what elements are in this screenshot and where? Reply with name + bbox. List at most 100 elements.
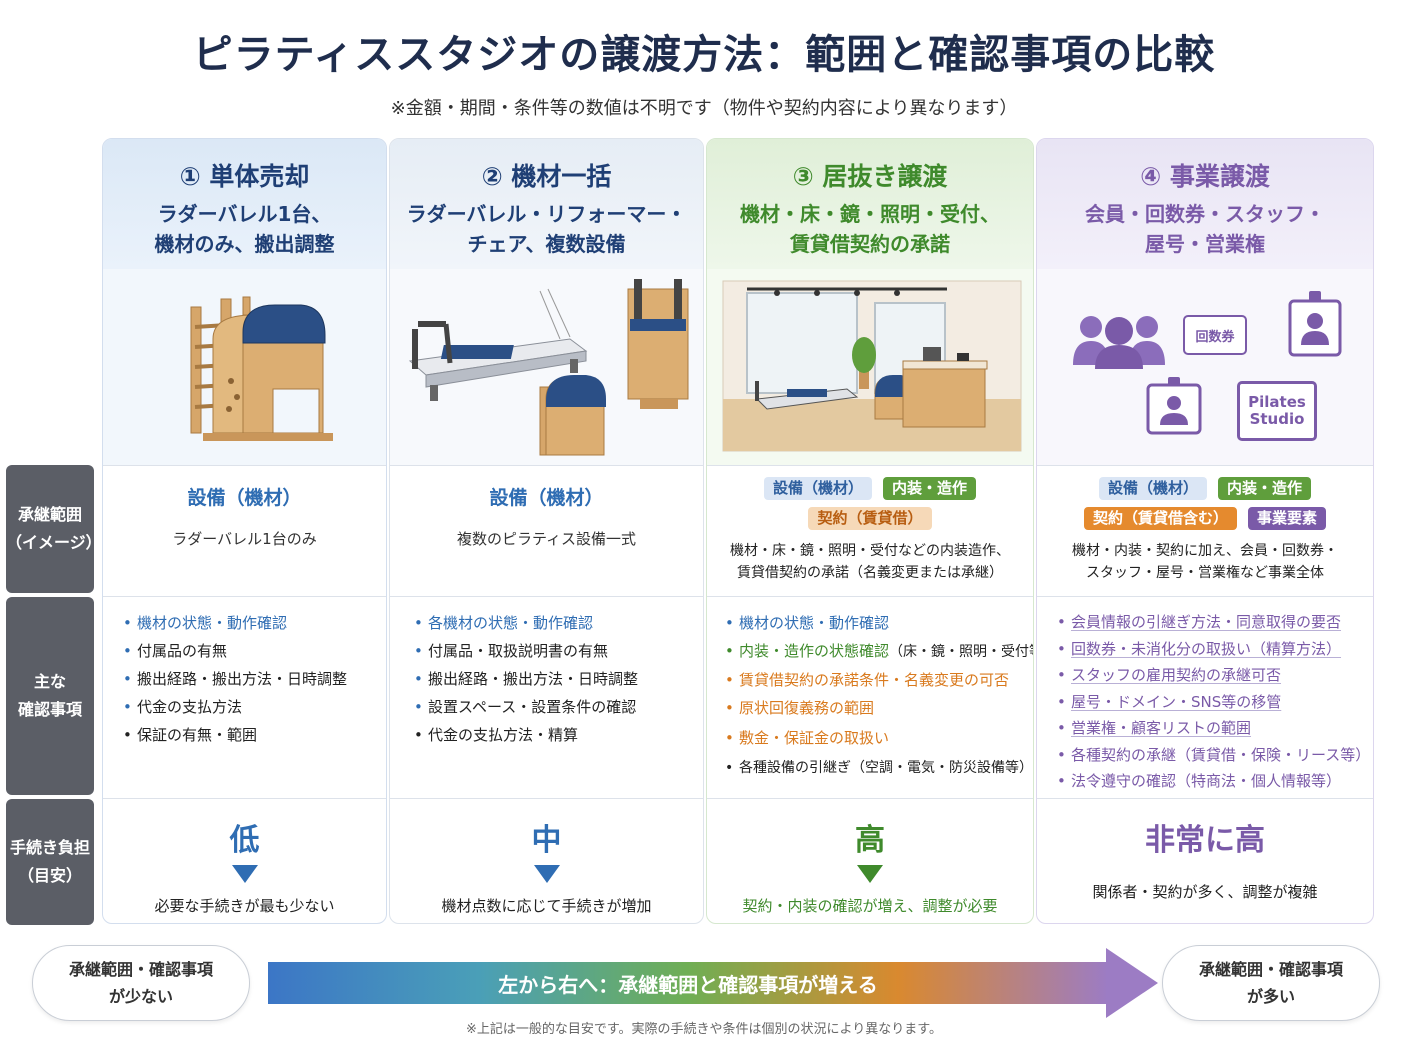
column-title: ① 単体売却 [179,162,310,191]
scope-main: 設備（機材） [489,487,604,509]
check-item: •屋号・ドメイン・SNS等の移管 [1057,692,1282,711]
studio-interior-illustration [707,269,1033,465]
column-description-line: 機材のみ、搬出調整 [154,232,335,256]
column-description: 会員・回数券・スタッフ・ 屋号・営業権 [1037,199,1373,259]
studio-sign-line: Studio [1249,410,1305,428]
checks-section: •機材の状態・動作確認 •付属品の有無 •搬出経路・搬出方法・日時調整 •代金の… [103,597,386,797]
check-item: •賃貸借契約の承諾条件・名義変更の可否 [725,671,1010,689]
staff-id-icon [1288,291,1342,357]
scope-section: 設備（機材） 複数のピラティス設備一式 [390,465,703,595]
column-description: ラダーバレル・リフォーマー・ チェア、複数設備 [390,199,703,259]
tag-interior: 内装・造作 [1218,477,1312,500]
check-item: •回数券・未消化分の取扱い（精算方法） [1057,639,1342,658]
tag-lease-contract: 契約（賃貸借） [808,507,932,530]
page-title: ピラティススタジオの譲渡方法：範囲と確認事項の比較 [192,32,1216,78]
divider [707,465,1033,466]
column-description-line: ラダーバレル・リフォーマー・ [406,202,687,226]
column-description-line: ラダーバレル1台、 [157,202,332,226]
column-title: ④ 事業譲渡 [1140,162,1270,191]
column-header: ② 機材一括 ラダーバレル・リフォーマー・ チェア、複数設備 [390,139,703,269]
burden-section: 中 機材点数に応じて手続きが増加 [390,799,703,923]
burden-note: 必要な手続きが最も少ない [154,897,335,915]
check-item: •保証の有無・範囲 [123,726,258,744]
tag-equipment: 設備（機材） [763,477,872,500]
scope-note-line: 機材・内装・契約に加え、会員・回数券・ [1072,543,1338,559]
burden-level: 低 [229,823,260,858]
studio-sign-icon: Pilates Studio [1237,381,1317,441]
burden-section: 低 必要な手続きが最も少ない [103,799,386,923]
row-label-burden-line1: 手続き負担 [9,838,90,857]
checks-section: •各機材の状態・動作確認 •付属品・取扱説明書の有無 •搬出経路・搬出方法・日時… [390,597,703,797]
footnote: ※上記は一般的な目安です。実際の手続きや条件は個別の状況により異なります。 [465,1022,943,1037]
burden-section: 非常に高 関係者・契約が多く、調整が複雑 [1037,799,1373,923]
pill-line: が多い [1246,987,1295,1006]
tag-business-elements: 事業要素 [1248,507,1327,530]
row-label-scope-line2: （イメージ） [6,533,102,552]
check-item: •機材の状態・動作確認 [725,614,890,632]
check-item: •スタッフの雇用契約の承継可否 [1057,666,1282,684]
burden-level: 高 [855,823,885,858]
checks-section: •会員情報の引継ぎ方法・同意取得の要否 •回数券・未消化分の取扱い（精算方法） … [1037,597,1373,797]
arrow-label: 左から右へ：承継範囲と確認事項が増える [498,972,878,997]
tag-contracts: 契約（賃貸借含む） [1083,507,1237,530]
increase-arrow: 左から右へ：承継範囲と確認事項が増える [268,962,1108,1004]
scope-section: 設備（機材） ラダーバレル1台のみ [103,465,386,595]
pill-line: 承継範囲・確認事項 [1198,959,1343,979]
check-item: •代金の支払方法 [123,698,243,716]
divider [390,596,703,597]
row-label-scope-line1: 承継範囲 [17,505,82,524]
column-bulk-equipment: ② 機材一括 ラダーバレル・リフォーマー・ チェア、複数設備 [389,138,704,924]
scope-sub: 複数のピラティス設備一式 [456,530,637,548]
column-description: ラダーバレル1台、 機材のみ、搬出調整 [103,199,386,259]
divider [390,798,703,799]
column-description-line: チェア、複数設備 [467,232,626,256]
divider [1037,465,1373,466]
divider [390,465,703,466]
scope-section: 設備（機材） 内装・造作 契約（賃貸借） 機材・床・鏡・照明・受付などの内装造作… [707,465,1033,595]
ticket-icon: 回数券 [1183,315,1247,355]
row-label-burden-line2: （目安） [17,866,82,885]
burden-note: 契約・内装の確認が増え、調整が必要 [742,897,998,915]
ladder-barrel-illustration [103,269,386,465]
column-turnkey-transfer: ③ 居抜き譲渡 機材・床・鏡・照明・受付、 賃貸借契約の承諾 [706,138,1034,924]
divider [707,596,1033,597]
scope-note: 機材・内装・契約に加え、会員・回数券・ スタッフ・屋号・営業権など事業全体 [1037,541,1373,584]
check-item: •営業権・顧客リストの範囲 [1057,719,1252,737]
divider [103,596,386,597]
scope-note-line: 機材・床・鏡・照明・受付などの内装造作、 [730,543,1010,559]
down-triangle-icon [231,865,258,883]
column-header: ① 単体売却 ラダーバレル1台、 機材のみ、搬出調整 [103,139,386,269]
burden-level: 非常に高 [1145,823,1265,858]
column-description-line: 会員・回数券・スタッフ・ [1085,202,1325,226]
column-title: ② 機材一括 [481,162,612,191]
check-item: •各種設備の引継ぎ（空調・電気・防災設備等） [725,760,1033,776]
divider [103,798,386,799]
check-item: •付属品・取扱説明書の有無 [414,642,609,660]
page-subtitle: ※金額・期間・条件等の数値は不明です（物件や契約内容により異なります） [390,98,1018,119]
divider [707,798,1033,799]
down-triangle-icon [857,865,883,883]
check-item: •内装・造作の状態確認（床・鏡・照明・受付等） [725,642,1033,660]
scope-section: 設備（機材） 内装・造作 契約（賃貸借含む） 事業要素 機材・内装・契約に加え、… [1037,465,1373,595]
column-description-line: 屋号・営業権 [1145,232,1265,256]
check-item: •各種契約の承継（賃貸借・保険・リース等） [1057,745,1371,764]
arrow-right-icon [1106,948,1158,1018]
down-triangle-icon [533,865,560,883]
column-business-transfer: ④ 事業譲渡 会員・回数券・スタッフ・ 屋号・営業権 回数券 Pilates S… [1036,138,1374,924]
divider [103,465,386,466]
row-label-checks-line2: 確認事項 [17,700,82,719]
check-item: •付属品の有無 [123,642,228,660]
column-header: ③ 居抜き譲渡 機材・床・鏡・照明・受付、 賃貸借契約の承諾 [707,139,1033,269]
divider [1037,596,1373,597]
tag-interior: 内装・造作 [883,477,977,500]
check-item: •代金の支払方法・精算 [414,726,579,744]
column-single-sale: ① 単体売却 ラダーバレル1台、 機材のみ、搬出調整 設備（機材） ラダーバレル… [102,138,387,924]
check-item: •各機材の状態・動作確認 [414,614,594,632]
scope-tags: 設備（機材） 内装・造作 契約（賃貸借） [707,477,1033,537]
column-description: 機材・床・鏡・照明・受付、 賃貸借契約の承諾 [707,199,1033,259]
scope-tags: 設備（機材） 内装・造作 契約（賃貸借含む） 事業要素 [1037,477,1373,537]
fewer-scope-pill: 承継範囲・確認事項が少ない [32,945,250,1021]
scope-note-line: 賃貸借契約の承諾（名義変更または承継） [737,564,1003,581]
studio-sign-line: Pilates [1248,392,1306,411]
checks-section: •機材の状態・動作確認 •内装・造作の状態確認（床・鏡・照明・受付等） •賃貸借… [707,597,1033,797]
